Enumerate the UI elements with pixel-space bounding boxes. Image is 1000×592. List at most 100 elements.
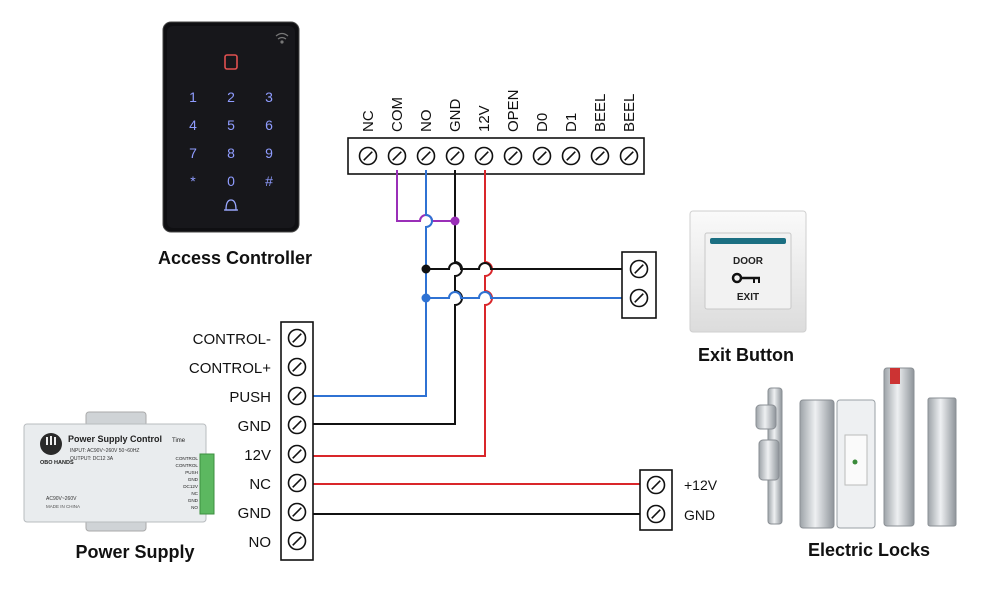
- keypad-key: 0: [227, 173, 235, 189]
- ps-device-made: MADE IN CHINA: [46, 504, 80, 509]
- controller-screw-terminal: [416, 146, 436, 166]
- controller-terminal-label: D0: [534, 113, 551, 132]
- access-controller-keypad: 1 2 3 4 5 6 7 8 9 * 0 #: [162, 21, 300, 233]
- ps-device-brand: OBO HANDS: [40, 460, 74, 466]
- exit-plate-top-text: DOOR: [733, 256, 764, 267]
- controller-screw-terminal: [474, 146, 494, 166]
- wire-no-vertical: [312, 170, 433, 397]
- lock-label-plus12v: +12V: [684, 477, 718, 493]
- power-supply-terminal-labels: CONTROL- CONTROL+ PUSH GND 12V NC GND NO: [189, 331, 271, 551]
- keypad-key: 9: [265, 145, 273, 161]
- ps-terminal-label: GND: [238, 418, 272, 435]
- electric-locks-caption: Electric Locks: [808, 540, 930, 560]
- controller-screw-terminal: [619, 146, 639, 166]
- ps-terminal-label: 12V: [244, 447, 271, 464]
- ps-screw-terminal: [287, 328, 307, 348]
- exit-screw-terminal: [629, 259, 649, 279]
- controller-terminal-label: BEEL: [621, 94, 638, 132]
- power-supply-caption: Power Supply: [75, 542, 194, 562]
- controller-screw-terminal: [532, 146, 552, 166]
- ps-screw-terminal: [287, 386, 307, 406]
- ps-device-side-label: DC12V: [183, 484, 199, 489]
- keypad-key: 3: [265, 89, 273, 105]
- exit-button-device: DOOR EXIT: [689, 210, 807, 333]
- ps-terminal-label: PUSH: [229, 389, 271, 406]
- controller-screw-terminal: [503, 146, 523, 166]
- wifi-icon: [275, 32, 289, 44]
- exit-screw-terminal: [629, 288, 649, 308]
- ps-device-side-label: GND: [188, 498, 199, 503]
- keypad-key: 7: [189, 145, 197, 161]
- ps-screw-terminal: [287, 444, 307, 464]
- keypad-key: 2: [227, 89, 235, 105]
- ps-device-output: OUTPUT: DC12 3A: [70, 456, 114, 462]
- lock-label-gnd: GND: [684, 507, 715, 523]
- ps-screw-terminal: [287, 415, 307, 435]
- controller-terminal-label: BEEL: [592, 94, 609, 132]
- ps-screw-terminal: [287, 531, 307, 551]
- ps-screw-terminal: [287, 473, 307, 493]
- ps-screw-terminal: [287, 502, 307, 522]
- junction-black: [421, 264, 431, 274]
- keypad-key: 8: [227, 145, 235, 161]
- controller-terminal-label: GND: [447, 99, 464, 133]
- ps-device-side-label: NC: [191, 491, 198, 496]
- controller-terminal-label: NO: [418, 110, 435, 133]
- ps-terminal-label: CONTROL-: [193, 331, 271, 348]
- controller-screw-terminal: [387, 146, 407, 166]
- wire-12v-vertical: [312, 170, 493, 457]
- controller-terminal-label: D1: [563, 113, 580, 132]
- wire-exit-push: [426, 291, 622, 299]
- exit-button-caption: Exit Button: [698, 345, 794, 365]
- keypad-keys: 1 2 3 4 5 6 7 8 9 * 0 #: [189, 89, 273, 189]
- access-controller-caption: Access Controller: [158, 248, 312, 268]
- ps-device-rating: AC90V~260V: [46, 496, 77, 502]
- ps-terminal-label: GND: [238, 505, 272, 522]
- power-supply-terminals: [287, 328, 307, 551]
- controller-screw-terminal: [358, 146, 378, 166]
- junction-blue: [421, 293, 431, 303]
- ps-screw-terminal: [287, 357, 307, 377]
- controller-terminals: [358, 146, 639, 166]
- controller-screw-terminal: [445, 146, 465, 166]
- controller-terminal-label: OPEN: [505, 89, 522, 132]
- electric-locks-images: [755, 367, 957, 529]
- ps-terminal-label: NO: [249, 534, 272, 551]
- ps-device-side-label: PUSH: [185, 470, 198, 475]
- hand-logo-icon: [40, 433, 62, 455]
- card-reader-icon: [224, 54, 238, 70]
- keypad-key: 1: [189, 89, 197, 105]
- keypad-key: *: [190, 173, 196, 189]
- junction-purple: [450, 216, 460, 226]
- exit-terminals: [629, 259, 649, 308]
- exit-plate-bottom-text: EXIT: [737, 292, 759, 303]
- ps-terminal-label: NC: [249, 476, 271, 493]
- ps-device-title: Power Supply Control: [68, 434, 162, 444]
- wire-exit-gnd: [426, 262, 622, 270]
- ps-device-input: INPUT: AC90V~260V 50~60HZ: [70, 448, 140, 454]
- ps-device-side-label: CONTROL: [176, 463, 199, 468]
- ps-device-side-labels: CONTROL CONTROL PUSH GND DC12V NC GND NO: [176, 456, 199, 510]
- key-icon: [731, 272, 760, 284]
- keypad-key: 5: [227, 117, 235, 133]
- ps-device-side-label: NO: [191, 505, 198, 510]
- controller-terminal-label: NC: [360, 110, 377, 132]
- keypad-key: 6: [265, 117, 273, 133]
- controller-terminal-label: COM: [389, 97, 406, 132]
- ps-device-time: Time: [172, 438, 186, 444]
- controller-screw-terminal: [590, 146, 610, 166]
- controller-screw-terminal: [561, 146, 581, 166]
- power-supply-device: OBO HANDS Power Supply Control INPUT: AC…: [23, 411, 215, 532]
- keypad-key: 4: [189, 117, 197, 133]
- ps-device-side-label: CONTROL: [176, 456, 199, 461]
- lock-screw-terminal: [646, 504, 666, 524]
- ps-device-side-label: GND: [188, 477, 199, 482]
- keypad-key: #: [265, 173, 273, 189]
- lock-terminals: [646, 475, 666, 524]
- ps-terminal-label: CONTROL+: [189, 360, 271, 377]
- lock-screw-terminal: [646, 475, 666, 495]
- wires: [312, 170, 640, 515]
